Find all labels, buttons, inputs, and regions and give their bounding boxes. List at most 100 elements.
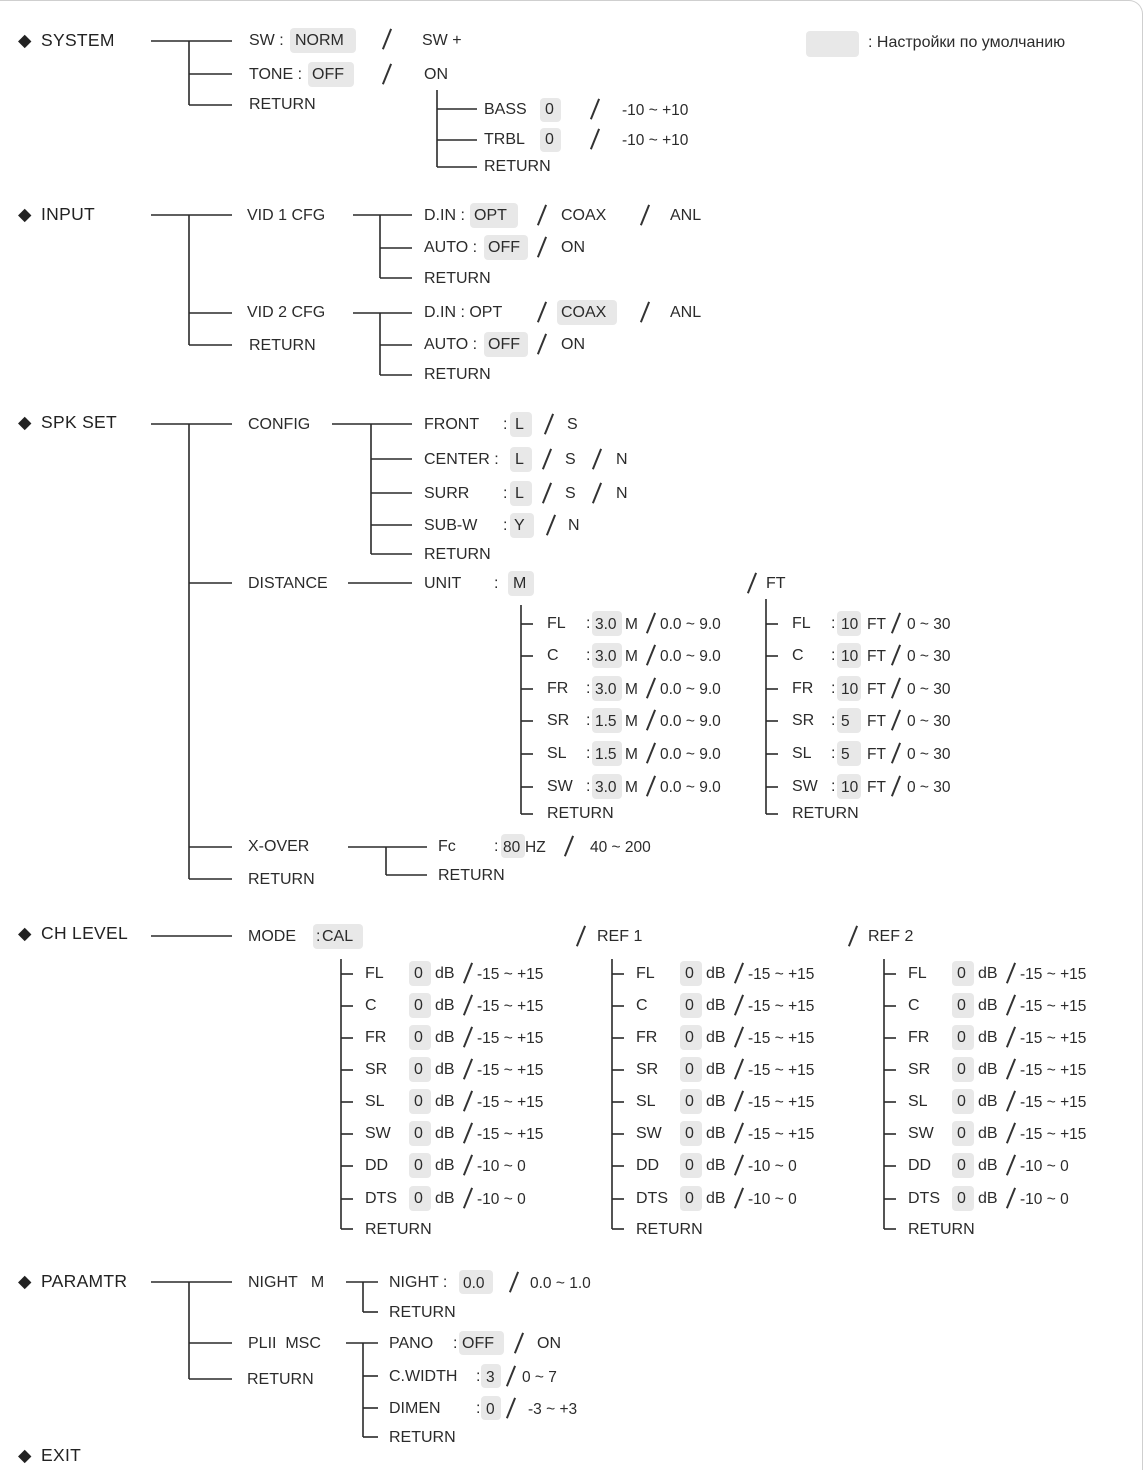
- ch-level-channel: C: [908, 997, 920, 1014]
- ch-level-channel: DD: [908, 1157, 932, 1174]
- default-highlight: [540, 98, 561, 122]
- ch-level-channel: C: [365, 997, 377, 1014]
- default-highlight: [680, 1089, 702, 1114]
- dist-value: 10: [841, 648, 859, 665]
- colon: :: [586, 615, 591, 632]
- colon: :: [831, 745, 836, 762]
- dist-channel-label: SL: [547, 745, 567, 762]
- bullet-diamond-icon: ◆: [18, 412, 32, 432]
- dist-unit: FT: [867, 713, 886, 730]
- night-label: NIGHT :: [389, 1274, 448, 1291]
- center-n: N: [616, 451, 628, 468]
- ch-level-channel: FR: [908, 1029, 930, 1046]
- v2-auto-label: AUTO :: [424, 336, 478, 353]
- ch-level-range: -10 ~ 0: [1020, 1191, 1069, 1208]
- center-s: S: [565, 451, 576, 468]
- pano-off: OFF: [462, 1335, 494, 1352]
- default-highlight: [508, 571, 534, 596]
- dist-value: 10: [841, 681, 859, 698]
- default-highlight: [680, 1186, 702, 1211]
- ch-level-range: -10 ~ 0: [477, 1191, 526, 1208]
- plii-msc: PLII MSC: [248, 1335, 321, 1352]
- dist-channel-label: SW: [792, 778, 818, 795]
- unit-m: M: [513, 575, 527, 592]
- v1-auto-on: ON: [561, 239, 585, 256]
- section-spk-set: SPK SET: [41, 412, 118, 432]
- ch-level-range: -15 ~ +15: [748, 1030, 815, 1047]
- default-highlight: [313, 924, 363, 949]
- ch-level-range: -15 ~ +15: [748, 966, 815, 983]
- default-highlight: [680, 1153, 702, 1178]
- ch-level-value: 0: [685, 1093, 694, 1110]
- tone-return: RETURN: [484, 158, 551, 175]
- default-highlight: [409, 1186, 431, 1211]
- ch-level-channel: DTS: [636, 1190, 668, 1207]
- ch-level-value: 0: [414, 1125, 423, 1142]
- mode-label: MODE: [248, 928, 296, 945]
- colon: :: [831, 778, 836, 795]
- ch-level-range: -10 ~ 0: [748, 1191, 797, 1208]
- ch-level-value: 0: [685, 1157, 694, 1174]
- colon: :: [503, 416, 508, 433]
- ch-level-db: dB: [978, 965, 998, 982]
- dist-unit: M: [625, 648, 638, 665]
- dist-unit: FT: [867, 746, 886, 763]
- ch-level-value: 0: [414, 1029, 423, 1046]
- default-highlight: [510, 513, 534, 538]
- mode-colon: :: [316, 928, 321, 945]
- default-highlight: [510, 412, 532, 437]
- default-highlight: [837, 708, 861, 733]
- ch-level-value: 0: [414, 1061, 423, 1078]
- spk-config: CONFIG: [248, 416, 311, 433]
- default-highlight: [680, 1057, 702, 1082]
- vid2-cfg: VID 2 CFG: [247, 304, 326, 321]
- ch-level-channel: FL: [908, 965, 927, 982]
- ch-level-range: -15 ~ +15: [1020, 1062, 1087, 1079]
- v1-anl-option: ANL: [670, 207, 702, 224]
- section-system: SYSTEM: [41, 30, 115, 50]
- ch-level-value: 0: [414, 965, 423, 982]
- ch-level-channel: SL: [636, 1093, 656, 1110]
- ch-level-db: dB: [435, 1093, 455, 1110]
- dist-range: 0 ~ 30: [907, 648, 951, 665]
- colon: :: [503, 517, 508, 534]
- dist-channel-label: FL: [792, 615, 811, 632]
- dist-ft-return: RETURN: [792, 805, 859, 822]
- bullet-diamond-icon: ◆: [18, 923, 32, 943]
- default-highlight: [409, 1121, 431, 1146]
- default-highlight: [952, 1025, 974, 1050]
- ch-level-value: 0: [685, 997, 694, 1014]
- dist-value: 3.0: [595, 648, 617, 665]
- pano-label: PANO: [389, 1335, 434, 1352]
- ch-level-db: dB: [706, 1157, 726, 1174]
- dist-range: 0.0 ~ 9.0: [660, 746, 721, 763]
- ch-level-return: RETURN: [365, 1221, 432, 1238]
- dist-unit: M: [625, 779, 638, 796]
- night-m: NIGHT M: [248, 1274, 325, 1291]
- dist-range: 0.0 ~ 9.0: [660, 779, 721, 796]
- ch-level-range: -15 ~ +15: [748, 1094, 815, 1111]
- dist-unit: FT: [867, 681, 886, 698]
- ch-level-range: -15 ~ +15: [477, 998, 544, 1015]
- trbl-label: TRBL: [484, 131, 525, 148]
- default-highlight: [837, 611, 861, 636]
- input-return: RETURN: [249, 337, 316, 354]
- ch-level-db: dB: [978, 997, 998, 1014]
- colon: :: [831, 647, 836, 664]
- night-range: 0.0 ~ 1.0: [530, 1275, 591, 1292]
- dist-channel-label: SR: [547, 712, 570, 729]
- v1-opt-value: OPT: [474, 207, 507, 224]
- default-highlight: [459, 1331, 504, 1355]
- v2-auto-off: OFF: [488, 336, 520, 353]
- ch-level-channel: FL: [365, 965, 384, 982]
- default-highlight: [510, 481, 532, 506]
- ch-level-channel: SR: [636, 1061, 659, 1078]
- ch-level-value: 0: [685, 1029, 694, 1046]
- spk-distance: DISTANCE: [248, 575, 328, 592]
- ch-level-db: dB: [435, 1157, 455, 1174]
- legend-text: : Настройки по умолчанию: [868, 34, 1066, 51]
- ch-level-db: dB: [978, 1061, 998, 1078]
- ch-level-channel: SW: [908, 1125, 934, 1142]
- colon: :: [586, 712, 591, 729]
